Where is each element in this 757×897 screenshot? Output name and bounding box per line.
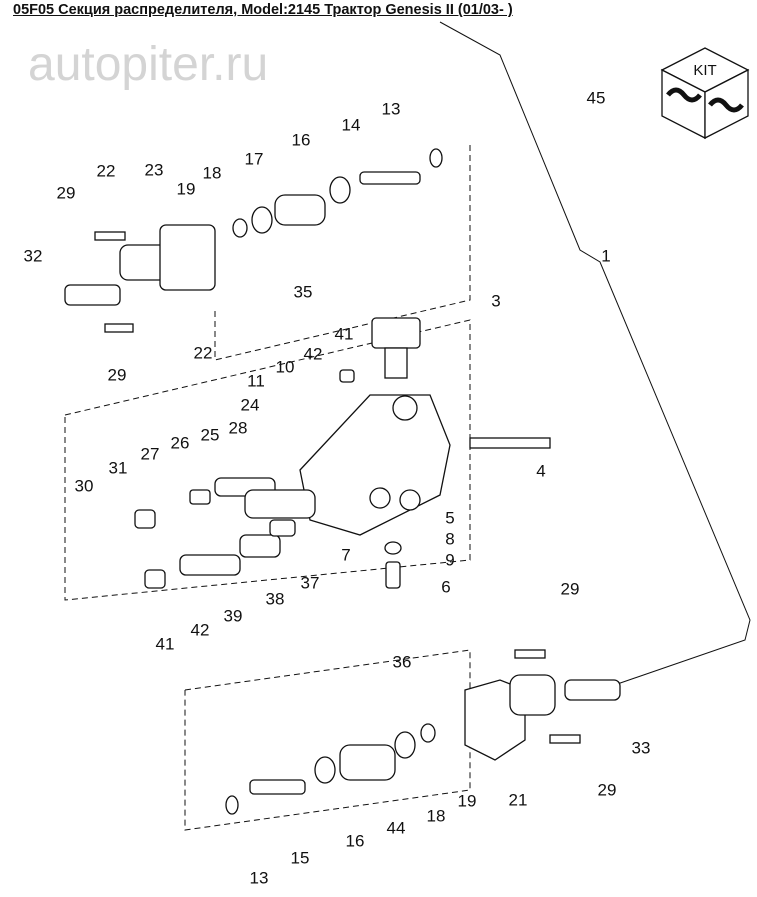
part-label: 33 — [632, 738, 651, 757]
part-label: 37 — [301, 573, 320, 592]
part-label: 6 — [441, 577, 450, 596]
part-label: 27 — [141, 444, 160, 463]
part-label: 35 — [294, 282, 313, 301]
part-label: 11 — [247, 371, 265, 390]
valve-body — [299, 317, 551, 589]
part-label: 23 — [145, 160, 164, 179]
lower-parts — [225, 649, 621, 815]
kit-label: KIT — [693, 62, 716, 79]
lower-group-box — [184, 649, 471, 831]
kit-icon: KIT — [660, 47, 750, 140]
part-label: 24 — [241, 395, 260, 414]
part-label: 21 — [509, 790, 528, 809]
part-label: 29 — [598, 780, 617, 799]
part-label: 14 — [342, 115, 361, 134]
part-label: 13 — [382, 99, 401, 118]
upper-group-box — [214, 145, 471, 361]
middle-group-box — [64, 319, 471, 601]
part-label: 18 — [203, 163, 222, 182]
part-label: 7 — [341, 545, 350, 564]
middle-parts — [134, 477, 316, 589]
part-label: 16 — [346, 831, 365, 850]
part-label: 25 — [201, 425, 220, 444]
part-label: 18 — [427, 806, 446, 825]
part-label: 41 — [335, 324, 354, 343]
part-label: 22 — [97, 161, 116, 180]
part-label: 13 — [250, 868, 269, 887]
part-label: 39 — [224, 606, 243, 625]
part-label: 29 — [57, 183, 76, 202]
watermark: autopiter.ru — [28, 38, 268, 91]
part-label: 17 — [245, 149, 264, 168]
part-label: 31 — [109, 458, 128, 477]
part-label: 22 — [194, 343, 213, 362]
part-label: 19 — [458, 791, 477, 810]
part-label: 15 — [291, 848, 310, 867]
part-label: 32 — [24, 246, 43, 265]
part-label: 28 — [229, 418, 248, 437]
part-label: 4 — [536, 461, 545, 480]
upper-parts — [64, 148, 443, 333]
section-bracket-line — [439, 21, 751, 691]
part-label: 8 — [445, 529, 454, 548]
part-label: 30 — [75, 476, 94, 495]
part-label: 29 — [108, 365, 127, 384]
diagram-title: 05F05 Секция распределителя, Model:2145 … — [13, 2, 513, 18]
part-label: 19 — [177, 179, 196, 198]
part-label: 1 — [601, 246, 610, 265]
part-label: 45 — [587, 88, 606, 107]
part-label: 36 — [393, 652, 412, 671]
part-labels: 45 13 14 16 17 18 19 23 22 29 32 35 1 3 … — [24, 88, 651, 887]
part-label: 10 — [276, 357, 295, 376]
part-label: 29 — [561, 579, 580, 598]
part-label: 41 — [156, 634, 175, 653]
part-label: 9 — [445, 550, 454, 569]
part-label: 42 — [191, 620, 210, 639]
part-label: 44 — [387, 818, 406, 837]
part-label: 5 — [445, 508, 454, 527]
part-label: 26 — [171, 433, 190, 452]
part-label: 16 — [292, 130, 311, 149]
part-label: 38 — [266, 589, 285, 608]
part-label: 3 — [491, 291, 500, 310]
part-label: 42 — [304, 344, 323, 363]
